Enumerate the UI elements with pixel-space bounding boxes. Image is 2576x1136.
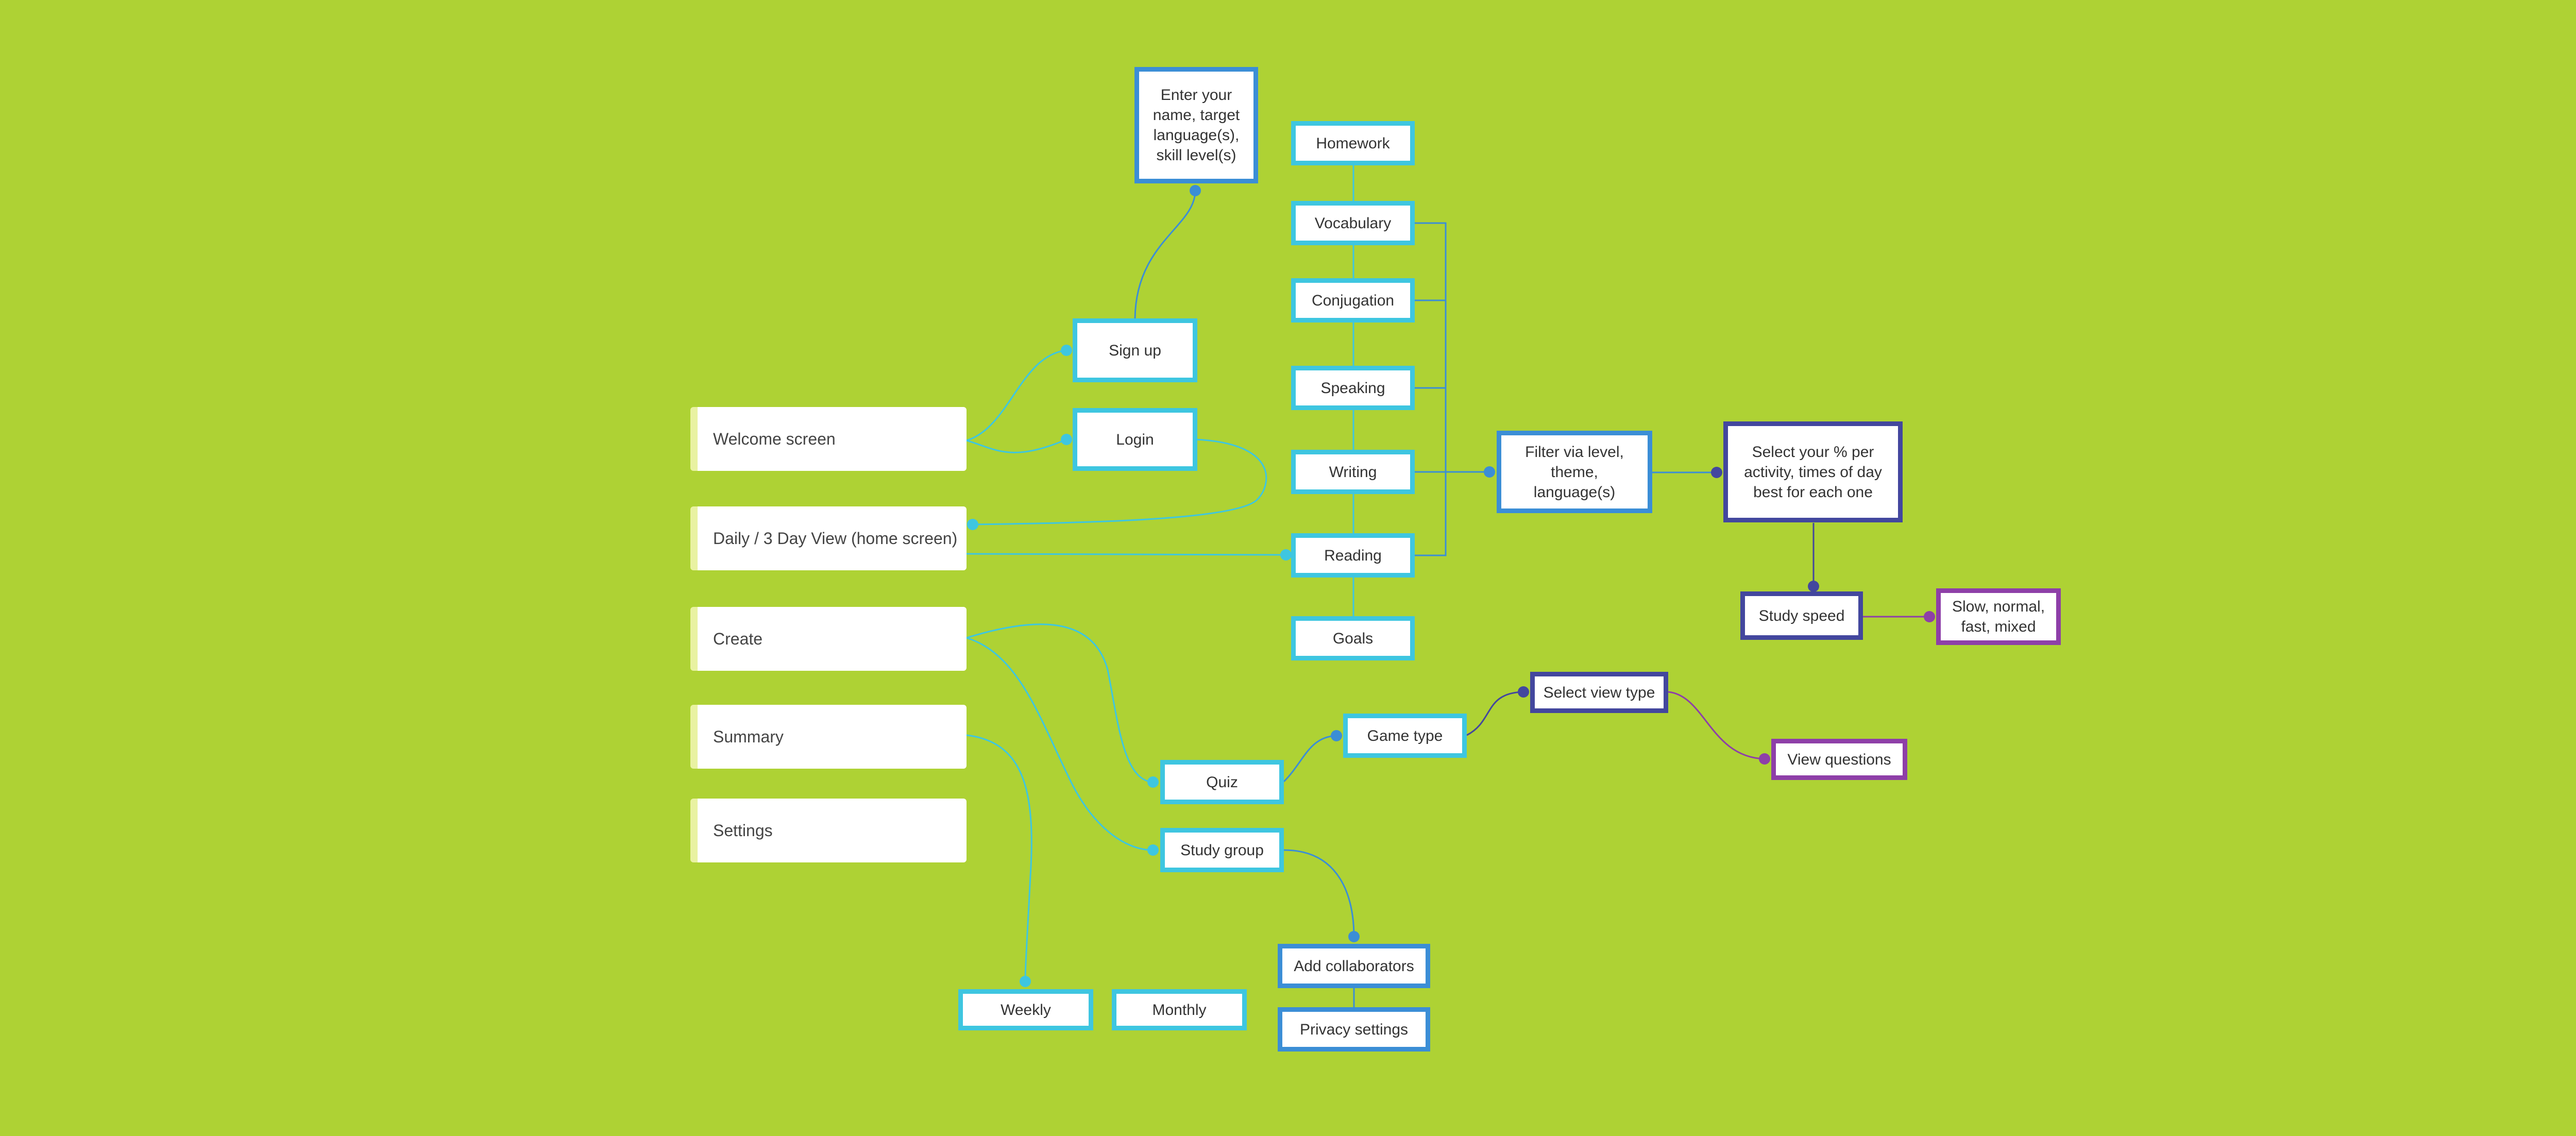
welcome-screen-node[interactable]: Welcome screen [690, 407, 967, 471]
connector-daily-reading [966, 553, 1286, 556]
monthly-node[interactable]: Monthly [1112, 989, 1247, 1030]
study-group-label: Study group [1180, 841, 1264, 859]
quiz-node[interactable]: Quiz [1160, 760, 1284, 804]
summary-node[interactable]: Summary [690, 705, 967, 769]
login-label: Login [1116, 431, 1154, 448]
create-label: Create [713, 629, 763, 648]
connector-dot [967, 519, 978, 530]
connector-dot [1518, 686, 1529, 698]
add-collaborators-node[interactable]: Add collaborators [1278, 944, 1430, 988]
connector-view-questions [1668, 691, 1765, 760]
filter-node[interactable]: Filter via level, theme, language(s) [1497, 431, 1652, 513]
conjugation-node[interactable]: Conjugation [1291, 278, 1415, 323]
connector-activity-bracket [1414, 222, 1489, 556]
welcome-screen-label: Welcome screen [713, 429, 836, 448]
connector-dot [1711, 467, 1722, 478]
connector-dot [1331, 730, 1342, 741]
view-questions-node[interactable]: View questions [1771, 739, 1907, 780]
vocabulary-node[interactable]: Vocabulary [1291, 201, 1415, 245]
writing-label: Writing [1329, 463, 1377, 481]
filter-label: Filter via level, theme, language(s) [1525, 443, 1624, 501]
connector-studygroup-collab [1283, 849, 1355, 937]
study-speed-node[interactable]: Study speed [1740, 591, 1863, 640]
connector-dot [1808, 581, 1819, 592]
connector-dot [1759, 753, 1770, 765]
connector-signup-profile [1134, 190, 1196, 319]
connector-dot [1190, 185, 1201, 196]
privacy-settings-label: Privacy settings [1299, 1021, 1409, 1038]
connector-dot [1147, 776, 1159, 788]
connector-quiz-game [1283, 735, 1337, 783]
connector-create-quiz [966, 623, 1154, 783]
connector-dot [1020, 976, 1031, 987]
daily-view-node[interactable]: Daily / 3 Day View (home screen) [690, 506, 967, 570]
speed-options-label: Slow, normal, fast, mixed [1952, 598, 2045, 635]
signup-node[interactable]: Sign up [1073, 318, 1197, 382]
game-type-node[interactable]: Game type [1343, 714, 1467, 758]
daily-view-label: Daily / 3 Day View (home screen) [713, 529, 958, 548]
settings-label: Settings [713, 821, 773, 840]
connector-dot [1924, 611, 1935, 622]
select-percent-label: Select your % per activity, times of day… [1744, 443, 1882, 501]
weekly-node[interactable]: Weekly [958, 989, 1093, 1030]
connector-dot [1484, 466, 1495, 478]
select-percent-node[interactable]: Select your % per activity, times of day… [1723, 421, 1903, 522]
connector-dot [1061, 345, 1072, 356]
profile-setup-label: Enter your name, target language(s), ski… [1153, 87, 1240, 164]
connector-summary-weekly [966, 734, 1032, 982]
connector-welcome-signup [966, 349, 1067, 442]
homework-label: Homework [1316, 134, 1390, 152]
speaking-node[interactable]: Speaking [1291, 366, 1415, 410]
writing-node[interactable]: Writing [1291, 450, 1415, 494]
privacy-settings-node[interactable]: Privacy settings [1278, 1007, 1430, 1052]
summary-label: Summary [713, 727, 784, 746]
weekly-label: Weekly [1001, 1001, 1051, 1019]
goals-node[interactable]: Goals [1291, 616, 1415, 660]
connector-dot [1061, 434, 1072, 445]
speed-options-node[interactable]: Slow, normal, fast, mixed [1936, 588, 2061, 645]
connector-game-view [1466, 691, 1524, 736]
settings-node[interactable]: Settings [690, 799, 967, 862]
select-view-label: Select view type [1543, 684, 1655, 701]
homework-node[interactable]: Homework [1291, 121, 1415, 165]
study-speed-label: Study speed [1758, 607, 1845, 624]
study-group-node[interactable]: Study group [1160, 828, 1284, 872]
connector-login-daily [972, 438, 1267, 525]
view-questions-label: View questions [1787, 751, 1891, 768]
speaking-label: Speaking [1320, 379, 1385, 397]
signup-label: Sign up [1109, 342, 1161, 359]
connector-dot [1348, 931, 1360, 942]
reading-node[interactable]: Reading [1291, 533, 1415, 578]
select-view-node[interactable]: Select view type [1530, 672, 1668, 713]
connector-create-studygroup [966, 637, 1154, 851]
conjugation-label: Conjugation [1311, 292, 1395, 309]
quiz-label: Quiz [1206, 773, 1238, 791]
login-node[interactable]: Login [1073, 408, 1197, 471]
goals-label: Goals [1332, 630, 1374, 647]
reading-label: Reading [1324, 547, 1382, 564]
connector-dot [1147, 844, 1159, 856]
monthly-label: Monthly [1152, 1001, 1207, 1019]
game-type-label: Game type [1367, 727, 1443, 744]
create-node[interactable]: Create [690, 607, 967, 671]
add-collaborators-label: Add collaborators [1294, 957, 1414, 975]
vocabulary-label: Vocabulary [1314, 214, 1392, 232]
profile-setup-node[interactable]: Enter your name, target language(s), ski… [1134, 67, 1258, 183]
connector-dot [1280, 549, 1292, 561]
connector-welcome-login [966, 438, 1067, 453]
